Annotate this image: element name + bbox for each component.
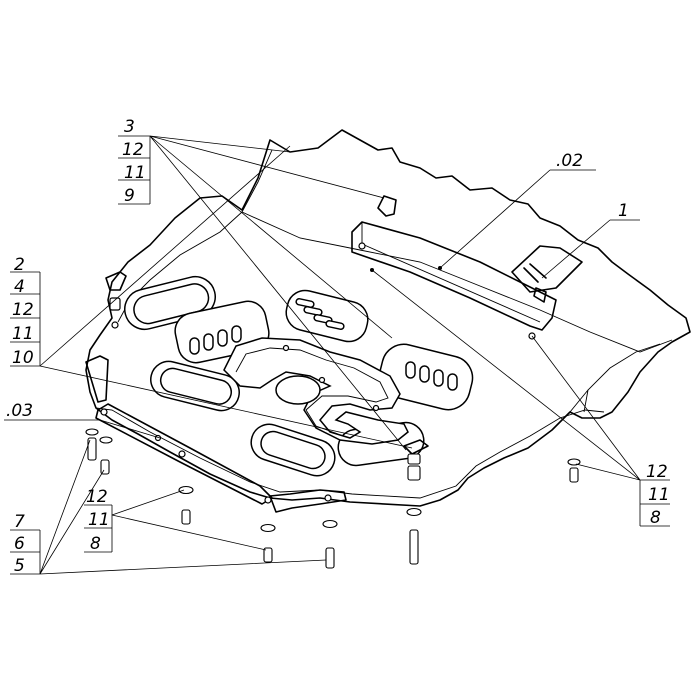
label-03: .03 (6, 401, 33, 421)
label-11: 11 (648, 485, 670, 505)
small-slot-group-right (405, 361, 458, 391)
rear-bracket (351, 221, 557, 340)
label-4: 4 (14, 277, 25, 297)
label-2: 2 (14, 255, 25, 275)
plate-holes (111, 321, 380, 458)
side-bracket (511, 245, 583, 303)
bolt (406, 507, 422, 565)
label-3: 3 (124, 117, 135, 137)
label-9: 9 (124, 186, 135, 206)
callout-labels: 3 12 11 9 2 4 12 11 10 .03 .02 1 12 11 8… (6, 117, 670, 576)
front-left-bracket (85, 271, 127, 403)
label-1: 1 (618, 201, 629, 221)
label-8: 8 (650, 508, 661, 528)
small-slot-group-top (295, 298, 345, 330)
slot (285, 289, 369, 343)
front-edge (95, 407, 605, 499)
bolt (178, 485, 194, 525)
leader-lines (4, 135, 670, 575)
label-8: 8 (90, 534, 101, 554)
label-11: 11 (124, 163, 146, 183)
center-stamp-inner (235, 347, 389, 435)
bolt (260, 523, 276, 563)
label-6: 6 (14, 534, 25, 554)
bolt (322, 519, 338, 569)
label-12: 12 (646, 462, 668, 482)
label-02: .02 (556, 151, 583, 171)
label-12: 12 (86, 487, 108, 507)
label-5: 5 (14, 556, 25, 576)
plate-outline (85, 129, 691, 507)
top-clip (377, 195, 397, 217)
label-7: 7 (14, 512, 25, 532)
center-oval (275, 375, 321, 405)
right-flap (569, 343, 661, 413)
bolt (567, 458, 581, 483)
slot (133, 283, 210, 325)
label-12: 12 (122, 140, 144, 160)
spacer-bracket (403, 439, 429, 481)
slot (260, 430, 326, 470)
bolt (99, 436, 113, 475)
label-10: 10 (12, 348, 34, 368)
bolt (85, 428, 99, 461)
label-11: 11 (12, 324, 34, 344)
label-11: 11 (88, 510, 110, 530)
small-slot-group-left (189, 325, 242, 355)
front-crossbar (95, 403, 347, 513)
label-12: 12 (12, 300, 34, 320)
slot (159, 367, 233, 405)
